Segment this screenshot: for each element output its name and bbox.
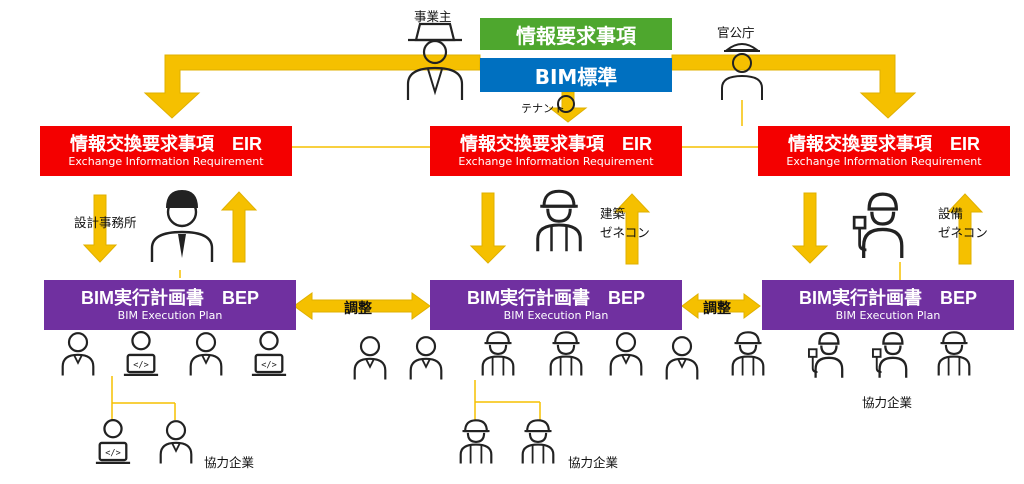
contractor-b-icon (852, 192, 904, 258)
bep-subtitle: BIM Execution Plan (503, 309, 609, 322)
bep-title: BIM実行計画書 BEP (466, 288, 645, 308)
arrow-up-right (946, 193, 984, 265)
people-row-right (808, 331, 971, 378)
arrow-top-left (143, 54, 481, 119)
arrow-down-right (791, 192, 829, 264)
eir-box-left: 情報交換要求事項 EIR Exchange Information Requir… (40, 126, 292, 176)
eir-box-center: 情報交換要求事項 EIR Exchange Information Requir… (430, 126, 682, 176)
partners-label-center: 協力企業 (568, 455, 619, 470)
contractor-b-label-1: 設備 (938, 206, 964, 221)
bep-box-right: BIM実行計画書 BEP BIM Execution Plan (762, 280, 1014, 330)
adjust-label-left: 調整 (344, 301, 372, 317)
partners-label-left: 協力企業 (204, 455, 255, 470)
eir-box-right: 情報交換要求事項 EIR Exchange Information Requir… (758, 126, 1010, 176)
bim-standard-box: BIM標準 (480, 58, 672, 92)
bep-box-left: BIM実行計画書 BEP BIM Execution Plan (44, 280, 296, 330)
info-requirements-label: 情報要求事項 (516, 23, 636, 48)
government-icon (721, 43, 763, 100)
partners-label-right: 協力企業 (862, 395, 913, 410)
arrow-up-left (220, 191, 258, 263)
contractor-a-icon (536, 189, 582, 252)
contractor-a-label-2: ゼネコン (600, 225, 650, 240)
eir-title: 情報交換要求事項 EIR (787, 134, 980, 154)
bep-title: BIM実行計画書 BEP (798, 288, 977, 308)
tenant-icon (557, 95, 575, 113)
eir-title: 情報交換要求事項 EIR (69, 134, 262, 154)
eir-subtitle: Exchange Information Requirement (786, 155, 982, 168)
people-row-left (61, 330, 288, 465)
owner-label: 事業主 (414, 9, 452, 24)
arrow-top-right (671, 54, 917, 119)
bep-subtitle: BIM Execution Plan (117, 309, 223, 322)
eir-title: 情報交換要求事項 EIR (459, 134, 652, 154)
arrow-down-left (82, 194, 118, 263)
contractor-b-label-2: ゼネコン (938, 225, 988, 240)
bim-standard-label: BIM標準 (534, 64, 618, 89)
designer-icon (150, 190, 214, 262)
bep-box-center: BIM実行計画書 BEP BIM Execution Plan (430, 280, 682, 330)
bep-title: BIM実行計画書 BEP (80, 288, 259, 308)
tenant-label: テナント (521, 102, 565, 115)
owner-icon (406, 22, 464, 100)
info-requirements-box: 情報要求事項 (480, 18, 672, 50)
government-label: 官公庁 (717, 25, 755, 40)
arrow-adjust-right (681, 293, 761, 319)
eir-subtitle: Exchange Information Requirement (458, 155, 654, 168)
arrow-down-center (469, 192, 507, 264)
bep-subtitle: BIM Execution Plan (835, 309, 941, 322)
people-row-center (353, 331, 765, 464)
thin-connectors (111, 100, 901, 420)
arrow-up-center (613, 193, 651, 265)
eir-subtitle: Exchange Information Requirement (68, 155, 264, 168)
contractor-a-label-1: 建築 (600, 206, 626, 221)
design-office-label: 設計事務所 (74, 215, 137, 230)
adjust-label-right: 調整 (703, 301, 731, 317)
